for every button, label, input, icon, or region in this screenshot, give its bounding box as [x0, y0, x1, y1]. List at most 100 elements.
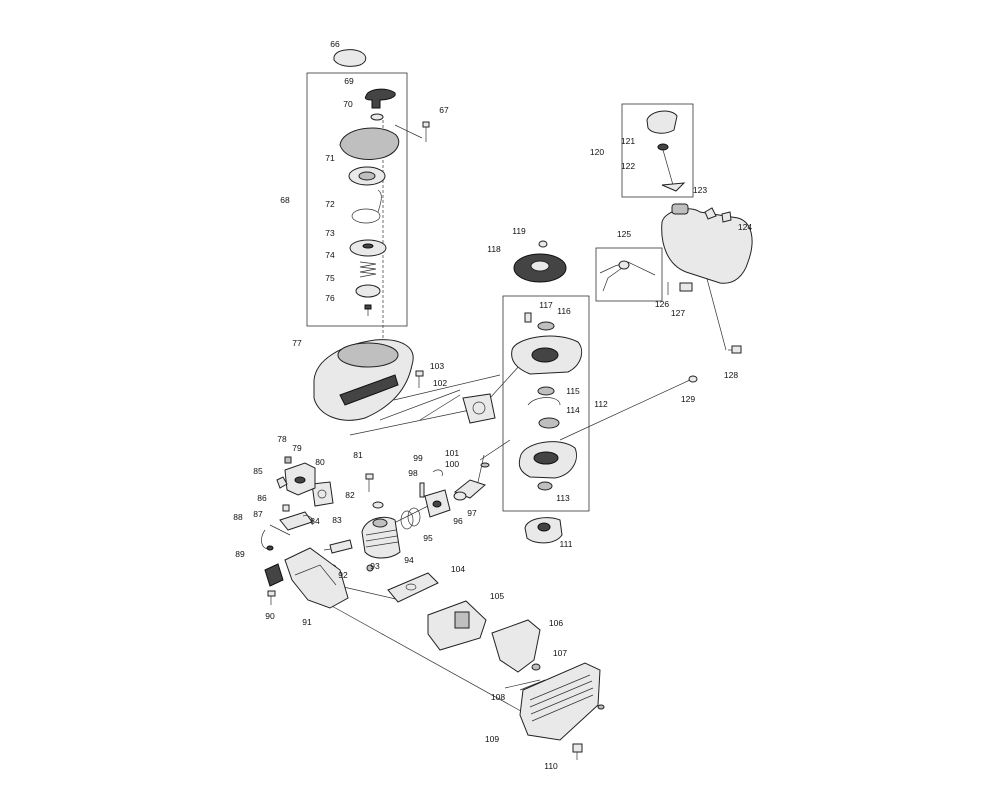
- callout-113: 113: [556, 493, 570, 503]
- callout-73: 73: [325, 228, 335, 238]
- part-125-hose-b-shape: [602, 267, 623, 292]
- callout-99: 99: [413, 453, 423, 463]
- part-109-screw-shape: [597, 704, 605, 710]
- part-112-case-hole-shape: [531, 347, 559, 363]
- callout-98: 98: [408, 468, 418, 478]
- callout-91: 91: [302, 617, 312, 627]
- part-piston-pin-shape: [432, 500, 442, 508]
- part-80-gasket-shape: [311, 481, 334, 507]
- part-90-screw-shape: [267, 590, 276, 605]
- callout-82: 82: [345, 490, 355, 500]
- callout-118: 118: [487, 244, 501, 254]
- part-80-hole-shape: [317, 489, 327, 499]
- part-77-opening-shape: [337, 342, 399, 368]
- part-116-shape: [537, 321, 555, 331]
- callout-109: 109: [485, 734, 499, 744]
- part-122-hose-shape: [662, 149, 674, 186]
- part-85-shape: [276, 476, 288, 489]
- part-110-bolt-shape: [572, 743, 583, 760]
- callout-89: 89: [235, 549, 245, 559]
- part-89-shape: [264, 563, 284, 587]
- part-125-joint-shape: [618, 260, 630, 270]
- callout-75: 75: [325, 273, 335, 283]
- part-109-fins-shape: [529, 674, 594, 722]
- callout-93: 93: [370, 561, 380, 571]
- part-119-nut-shape: [538, 240, 548, 248]
- callout-121: 121: [621, 136, 635, 146]
- part-71-starter-shape: [339, 127, 400, 160]
- part-81-screw-shape: [365, 473, 374, 492]
- callout-125: 125: [617, 229, 631, 239]
- callout-92: 92: [338, 570, 348, 580]
- part-94-port-shape: [372, 518, 388, 528]
- callout-69: 69: [344, 76, 354, 86]
- part-104-gasket-shape: [387, 572, 439, 603]
- callout-84: 84: [310, 516, 320, 526]
- callout-79: 79: [292, 443, 302, 453]
- part-118-hub-shape: [530, 260, 550, 272]
- callout-120: 120: [590, 147, 604, 157]
- part-117-shape: [524, 312, 532, 323]
- callout-128: 128: [724, 370, 738, 380]
- part-69-handle-shape: [364, 88, 396, 109]
- part-91-base-shape: [284, 547, 349, 609]
- part-123-valve-shape: [704, 207, 717, 220]
- callout-115: 115: [566, 386, 580, 396]
- part-128-bolt-shape: [728, 345, 742, 354]
- group-frame-112: [502, 295, 590, 512]
- callout-102: 102: [433, 378, 447, 388]
- callout-112: 112: [594, 399, 608, 409]
- part-83-plug-shape: [329, 539, 353, 554]
- part-122-filter-shape: [661, 182, 686, 192]
- callout-100: 100: [445, 459, 459, 469]
- callout-97: 97: [467, 508, 477, 518]
- part-70-shape: [370, 113, 384, 121]
- part-99-clip-shape: [432, 469, 443, 477]
- part-113-shape: [537, 481, 553, 491]
- part-86-shape: [282, 504, 290, 512]
- callout-71: 71: [325, 153, 335, 163]
- part-127-shape: [679, 282, 693, 292]
- part-102-hole-shape: [472, 401, 486, 415]
- callout-78: 78: [277, 434, 287, 444]
- part-95b-ring-shape: [407, 507, 421, 527]
- part-124-valve-shape: [721, 211, 732, 223]
- callout-110: 110: [544, 761, 558, 771]
- callout-72: 72: [325, 199, 335, 209]
- part-72-spring-lead-shape: [377, 189, 382, 213]
- group-frame-68: [306, 72, 408, 327]
- part-82-shape: [372, 501, 384, 509]
- callout-127: 127: [671, 308, 685, 318]
- part-79-bore-shape: [294, 476, 306, 484]
- callout-66: 66: [330, 39, 340, 49]
- part-102-gasket-shape: [462, 393, 496, 424]
- part-100-shape: [480, 462, 490, 468]
- callout-101: 101: [445, 448, 459, 458]
- part-98-pin-shape: [419, 482, 425, 498]
- callout-96: 96: [453, 516, 463, 526]
- callout-67: 67: [439, 105, 449, 115]
- part-108-bolt-shape: [504, 679, 541, 689]
- callout-74: 74: [325, 250, 335, 260]
- part-111-hub-shape: [537, 522, 551, 532]
- part-105-flange-shape: [454, 611, 470, 629]
- callout-88: 88: [233, 512, 243, 522]
- callout-124: 124: [738, 222, 752, 232]
- part-78-shape: [284, 456, 292, 464]
- callout-87: 87: [253, 509, 263, 519]
- part-75-ratchet-shape: [355, 284, 381, 298]
- callout-labels: 6669706771726873747576771031021211201221…: [233, 39, 752, 771]
- callout-86: 86: [257, 493, 267, 503]
- part-76-screw-shape: [364, 304, 372, 316]
- part-72-spring-shape: [351, 208, 381, 224]
- part-121-cap-shape: [646, 110, 678, 134]
- part-72b-shape: [358, 171, 376, 181]
- callout-80: 80: [315, 457, 325, 467]
- callout-122: 122: [621, 161, 635, 171]
- part-93-shape: [366, 564, 374, 572]
- part-101-shaft-shape: [477, 454, 485, 483]
- part-112-bearing-shape: [537, 386, 555, 396]
- callout-81: 81: [353, 450, 363, 460]
- part-124-neck-shape: [671, 203, 689, 215]
